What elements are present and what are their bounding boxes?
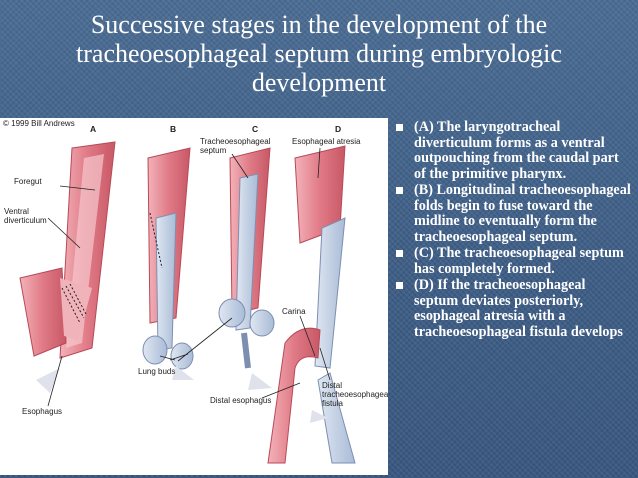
label-esophagus: Esophagus xyxy=(22,407,62,416)
figure-illustration: © 1999 Bill Andrews A B C D xyxy=(3,119,388,464)
leader-ventral xyxy=(47,217,81,249)
leader-carina xyxy=(299,315,316,357)
slide-title: Successive stages in the development of … xyxy=(20,10,618,97)
bullet-square-icon xyxy=(396,282,403,289)
label-foregut: Foregut xyxy=(14,177,42,186)
label-esophageal-atresia: Esophageal atresia xyxy=(292,137,361,146)
leader-distal-esophagus xyxy=(261,382,301,399)
leader-lung-buds xyxy=(159,317,233,362)
stage-b-drawing xyxy=(142,147,194,380)
bullet-item-c: (C) The tracheoesophageal septum has com… xyxy=(392,245,632,277)
label-distal-tef-line1: Distal xyxy=(322,381,342,390)
label-lung-buds: Lung buds xyxy=(138,367,175,376)
bullet-item-b: (B) Longitudinal tracheoesophageal folds… xyxy=(392,182,632,245)
stage-label-c: C xyxy=(252,124,258,134)
stage-label-a: A xyxy=(90,124,96,134)
bullet-square-icon xyxy=(396,124,403,131)
label-tes-line2: septum xyxy=(200,146,227,155)
label-ventral: Ventral xyxy=(4,207,29,216)
stage-label-d: D xyxy=(335,124,341,134)
bullet-text-d: (D) If the tracheoesophageal septum devi… xyxy=(414,277,623,340)
label-carina: Carina xyxy=(282,307,306,316)
stage-a-drawing xyxy=(19,141,116,393)
label-distal-esophagus: Distal esophagus xyxy=(210,396,271,405)
bullet-square-icon xyxy=(396,250,403,257)
bullet-item-d: (D) If the tracheoesophageal septum devi… xyxy=(392,277,632,340)
title-line-3: development xyxy=(251,68,387,97)
leader-tes xyxy=(231,153,249,179)
bullet-square-icon xyxy=(396,187,403,194)
bullet-list: (A) The laryngotracheal diverticulum for… xyxy=(392,119,632,341)
bullet-text-c: (C) The tracheoesophageal septum has com… xyxy=(414,245,624,277)
stage-label-b: B xyxy=(170,124,176,134)
title-line-2: tracheoesophageal septum during embryolo… xyxy=(76,39,562,68)
leader-esophagus xyxy=(47,355,63,407)
bullet-item-a: (A) The laryngotracheal diverticulum for… xyxy=(392,119,632,182)
label-distal-tef-line2: tracheoesophageal xyxy=(322,390,388,399)
label-distal-tef-line3: fistula xyxy=(322,399,343,408)
leader-fistula xyxy=(319,347,331,381)
stage-c-drawing xyxy=(218,147,275,390)
copyright-text: © 1999 Bill Andrews xyxy=(3,119,75,128)
bullet-text-a: (A) The laryngotracheal diverticulum for… xyxy=(414,119,619,182)
label-diverticulum: diverticulum xyxy=(4,216,47,225)
label-tes-line1: Tracheoesophageal xyxy=(200,137,271,146)
embryology-figure: © 1999 Bill Andrews A B C D xyxy=(0,118,388,475)
leader-foregut xyxy=(59,185,96,191)
stage-d-drawing xyxy=(267,145,356,464)
bullet-text-b: (B) Longitudinal tracheoesophageal folds… xyxy=(414,182,631,245)
leader-atresia xyxy=(317,147,321,179)
title-line-1: Successive stages in the development of … xyxy=(90,10,548,39)
